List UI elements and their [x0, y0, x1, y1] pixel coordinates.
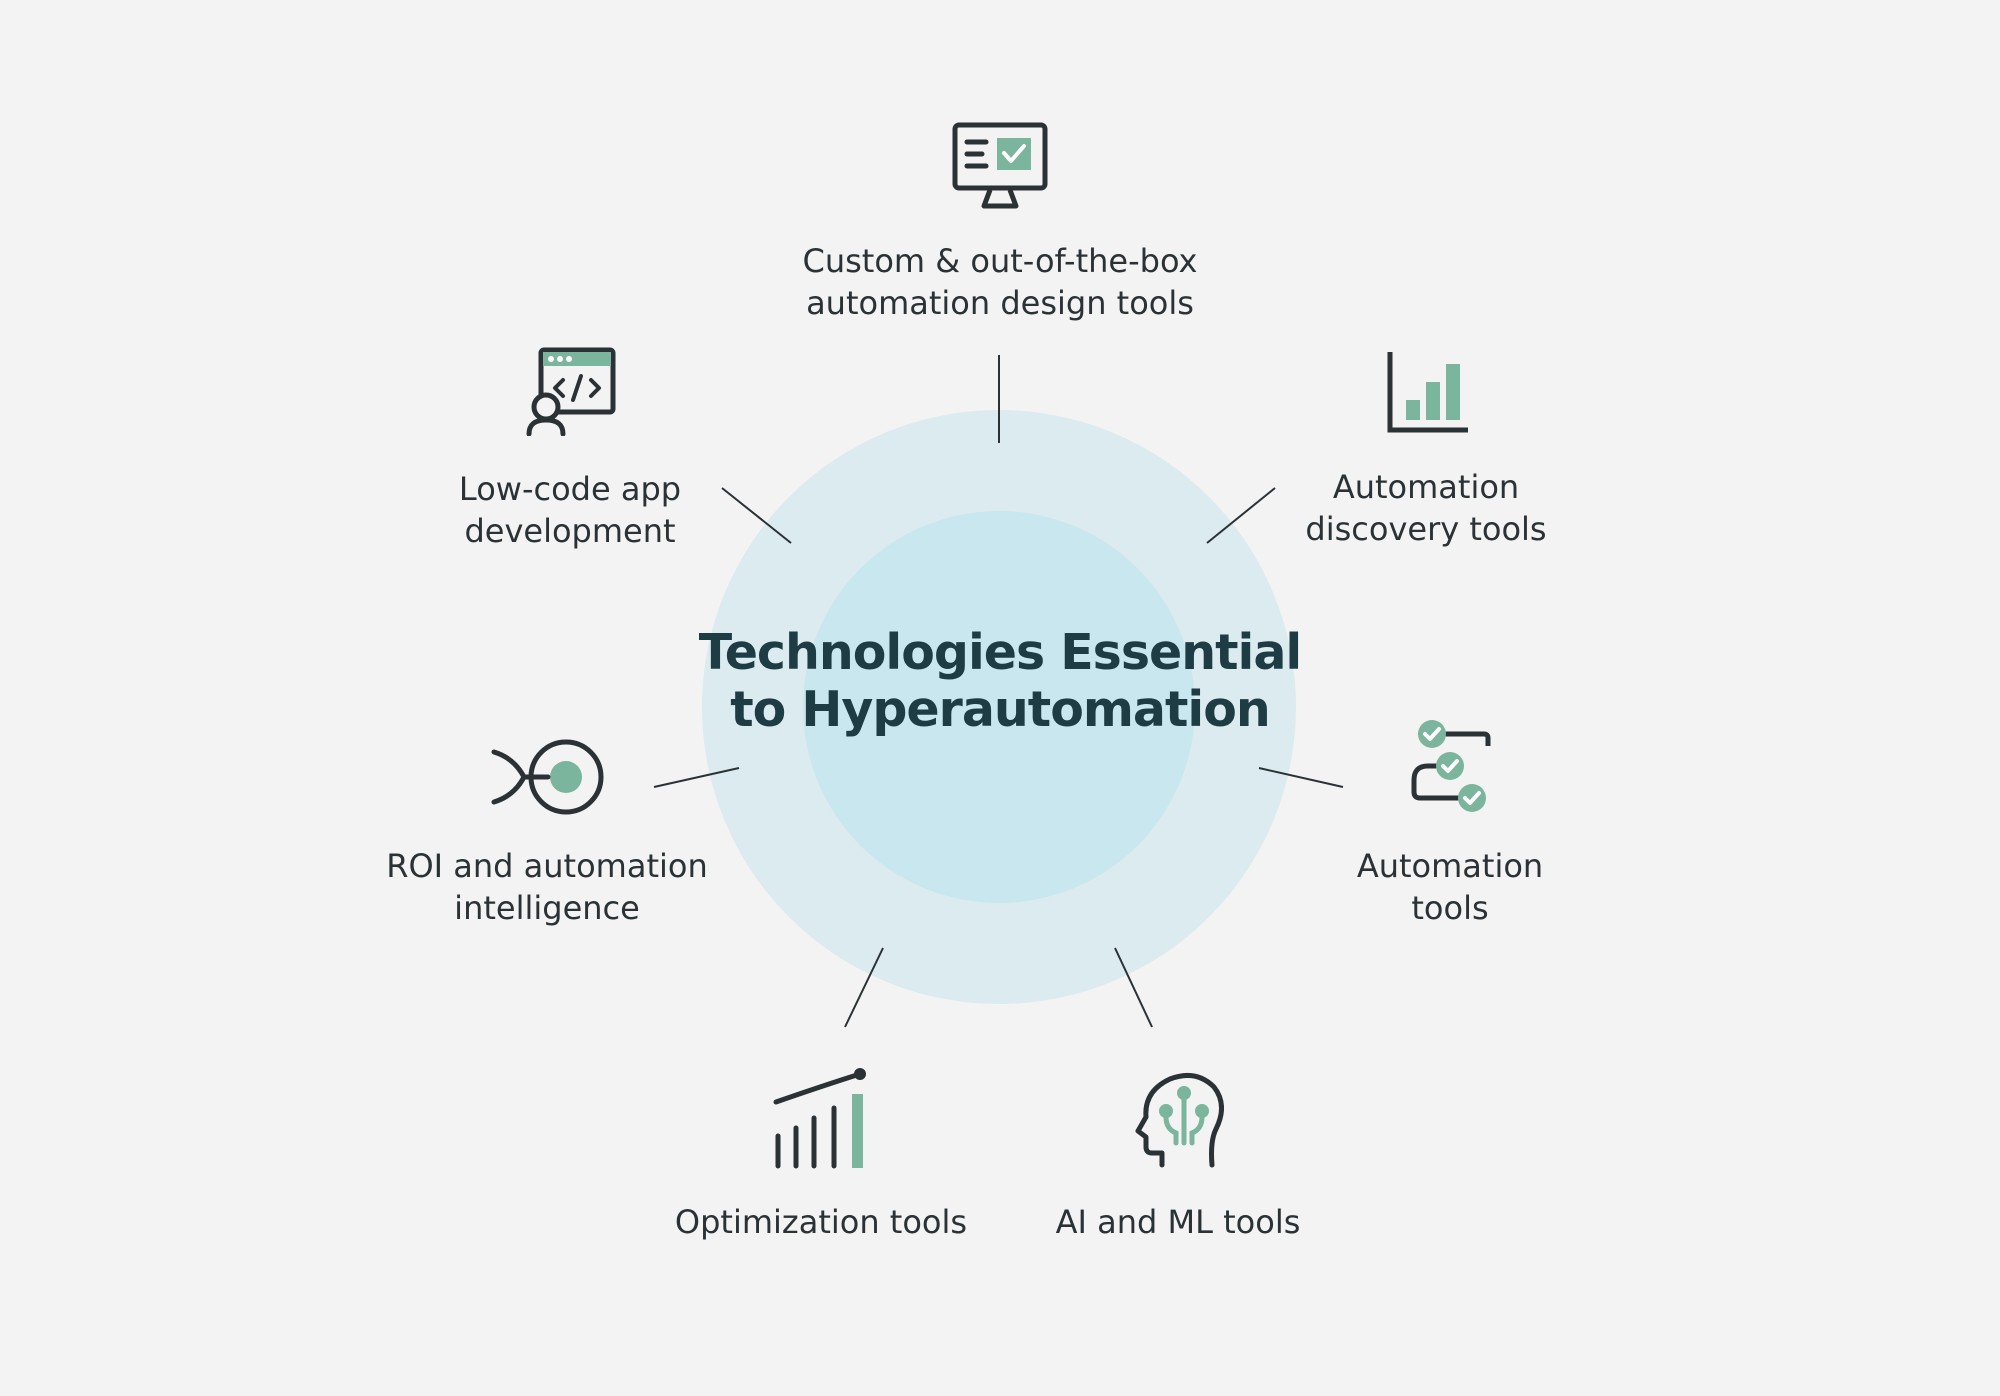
- label-automation-tools-line-2: tools: [1411, 889, 1489, 927]
- connector-discovery-tools: [1206, 487, 1276, 544]
- connector-low-code: [721, 487, 792, 544]
- label-discovery-tools-line-1: Automation: [1332, 468, 1520, 506]
- code-developer-icon: [526, 346, 616, 437]
- label-low-code-line-1: Low-code app: [458, 470, 682, 508]
- label-discovery-tools: Automation discovery tools: [1226, 466, 1626, 550]
- label-discovery-tools-line-2: discovery tools: [1305, 510, 1547, 548]
- label-roi-intelligence-line-1: ROI and automation: [386, 847, 708, 885]
- label-roi-intelligence-line-2: intelligence: [454, 889, 640, 927]
- label-design-tools-line-1: Custom & out-of-the-box: [802, 242, 1198, 280]
- label-low-code-line-2: development: [464, 512, 676, 550]
- label-automation-tools: Automation tools: [1250, 845, 1650, 929]
- label-design-tools-line-2: automation design tools: [806, 284, 1194, 322]
- label-automation-tools-line-1: Automation: [1356, 847, 1544, 885]
- label-optimization-tools: Optimization tools: [621, 1201, 1021, 1243]
- diagram-title: Technologies Essential to Hyperautomatio…: [640, 624, 1360, 738]
- inner-circle: [803, 511, 1195, 903]
- label-low-code: Low-code app development: [370, 468, 770, 552]
- title-line-1: Technologies Essential: [698, 624, 1302, 681]
- label-roi-intelligence: ROI and automation intelligence: [347, 845, 747, 929]
- ai-head-icon: [1134, 1071, 1224, 1169]
- title-line-2: to Hyperautomation: [730, 681, 1271, 738]
- monitor-checklist-icon: [952, 122, 1048, 210]
- label-ai-ml-tools-line-1: AI and ML tools: [1055, 1203, 1301, 1241]
- growth-chart-icon: [772, 1066, 868, 1170]
- bar-chart-icon: [1386, 350, 1470, 434]
- connector-ai-ml-tools: [1114, 947, 1153, 1028]
- workflow-checks-icon: [1410, 718, 1504, 814]
- target-arrow-icon: [490, 738, 606, 816]
- connector-automation-tools: [1258, 767, 1344, 788]
- label-optimization-tools-line-1: Optimization tools: [674, 1203, 968, 1241]
- label-ai-ml-tools: AI and ML tools: [978, 1201, 1378, 1243]
- connector-optimization-tools: [844, 947, 884, 1028]
- connector-roi-intelligence: [653, 767, 740, 788]
- label-design-tools: Custom & out-of-the-box automation desig…: [700, 240, 1300, 324]
